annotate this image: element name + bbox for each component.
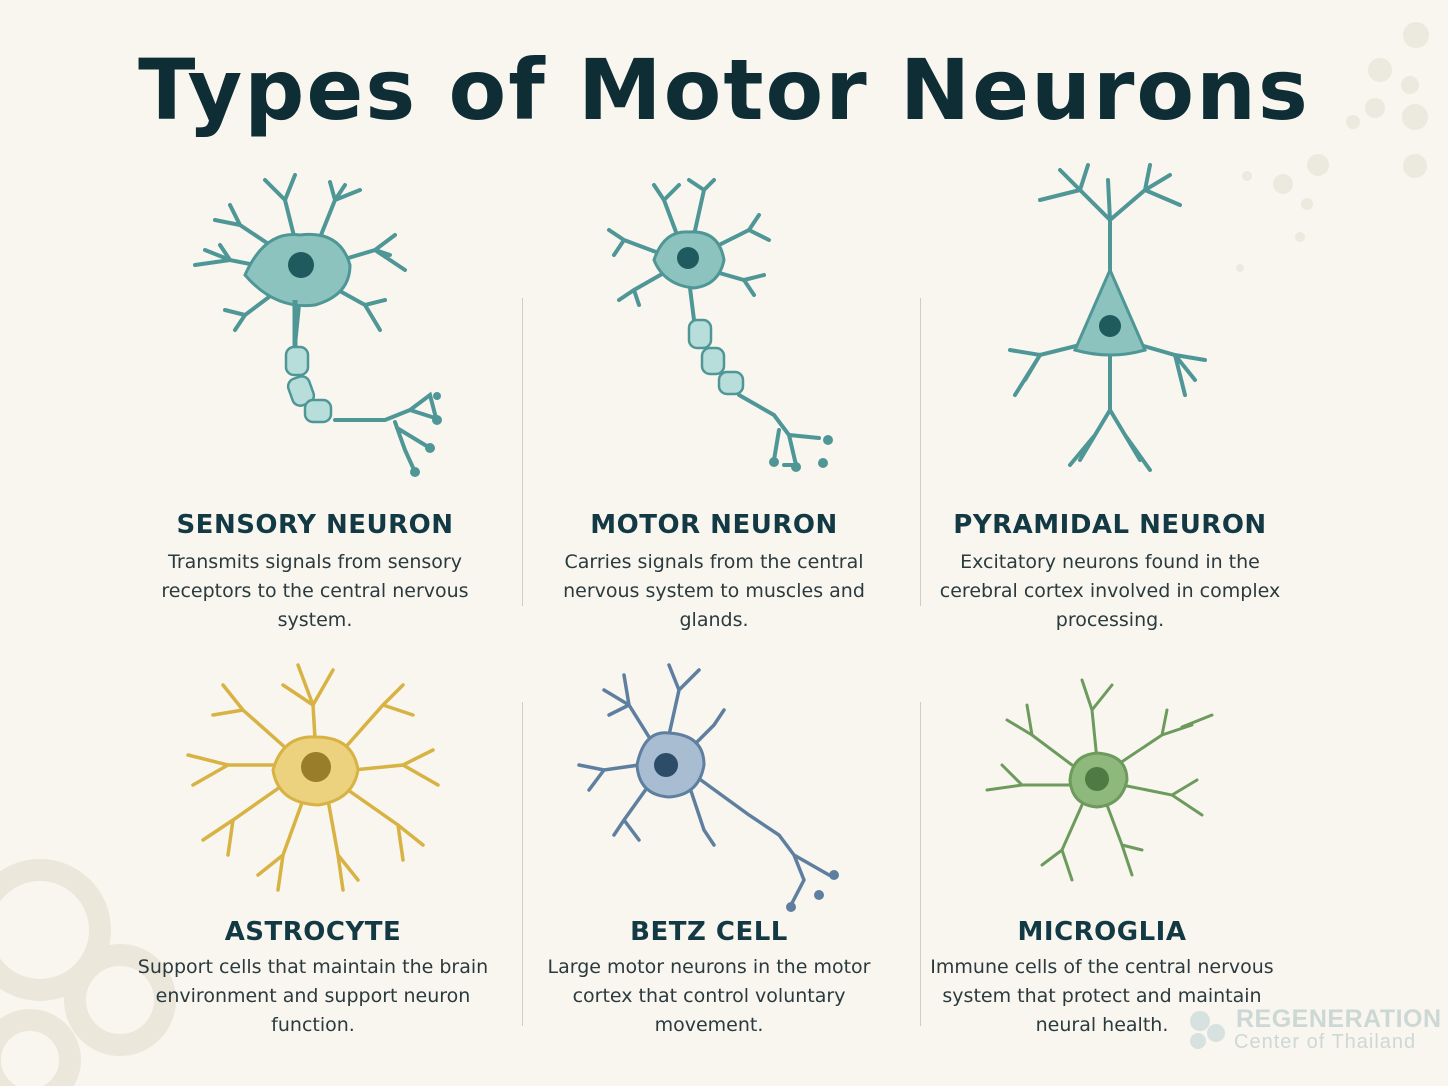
column-divider-1a	[522, 298, 523, 606]
betz-cell-icon	[577, 663, 839, 912]
cell-description: Transmits signals from sensory receptors…	[161, 551, 469, 631]
cell-name: MICROGLIA	[1017, 917, 1187, 947]
cell-pyramidal-neuron: PYRAMIDAL NEURON Excitatory neurons foun…	[930, 160, 1290, 640]
cell-betz-cell: BETZ CELL Large motor neurons in the mot…	[529, 655, 889, 1055]
brand-subtitle: Center of Thailand	[1234, 1031, 1417, 1053]
cell-description: Carries signals from the central nervous…	[563, 551, 865, 631]
brand-logo-icon	[1190, 1011, 1225, 1049]
cell-microglia: MICROGLIA Immune cells of the central ne…	[922, 655, 1282, 1055]
column-divider-1b	[522, 702, 523, 1026]
cell-description: Large motor neurons in the motor cortex …	[547, 956, 871, 1036]
pyramidal-neuron-icon	[1008, 163, 1207, 472]
cell-motor-neuron: MOTOR NEURON Carries signals from the ce…	[534, 160, 894, 640]
cell-name: BETZ CELL	[630, 917, 788, 947]
motor-neuron-icon	[607, 178, 833, 472]
column-divider-2b	[920, 702, 921, 1026]
cell-name: MOTOR NEURON	[590, 510, 838, 540]
cell-description: Immune cells of the central nervous syst…	[930, 956, 1274, 1036]
brand-logo: REGENERATION Center of Thailand	[1184, 1005, 1441, 1055]
brand-name: REGENERATION	[1236, 1005, 1442, 1033]
cell-name: PYRAMIDAL NEURON	[953, 510, 1267, 540]
page-title: Types of Motor Neurons	[138, 41, 1310, 139]
cell-name: ASTROCYTE	[224, 917, 402, 947]
column-divider-2a	[920, 298, 921, 606]
cell-description: Support cells that maintain the brain en…	[137, 956, 489, 1036]
microglia-icon	[985, 678, 1214, 882]
cell-sensory-neuron: SENSORY NEURON Transmits signals from se…	[135, 160, 495, 640]
cell-astrocyte: ASTROCYTE Support cells that maintain th…	[133, 655, 493, 1055]
astrocyte-icon	[186, 663, 440, 892]
sensory-neuron-icon	[193, 173, 442, 477]
cell-name: SENSORY NEURON	[176, 510, 454, 540]
cell-description: Excitatory neurons found in the cerebral…	[939, 551, 1281, 631]
